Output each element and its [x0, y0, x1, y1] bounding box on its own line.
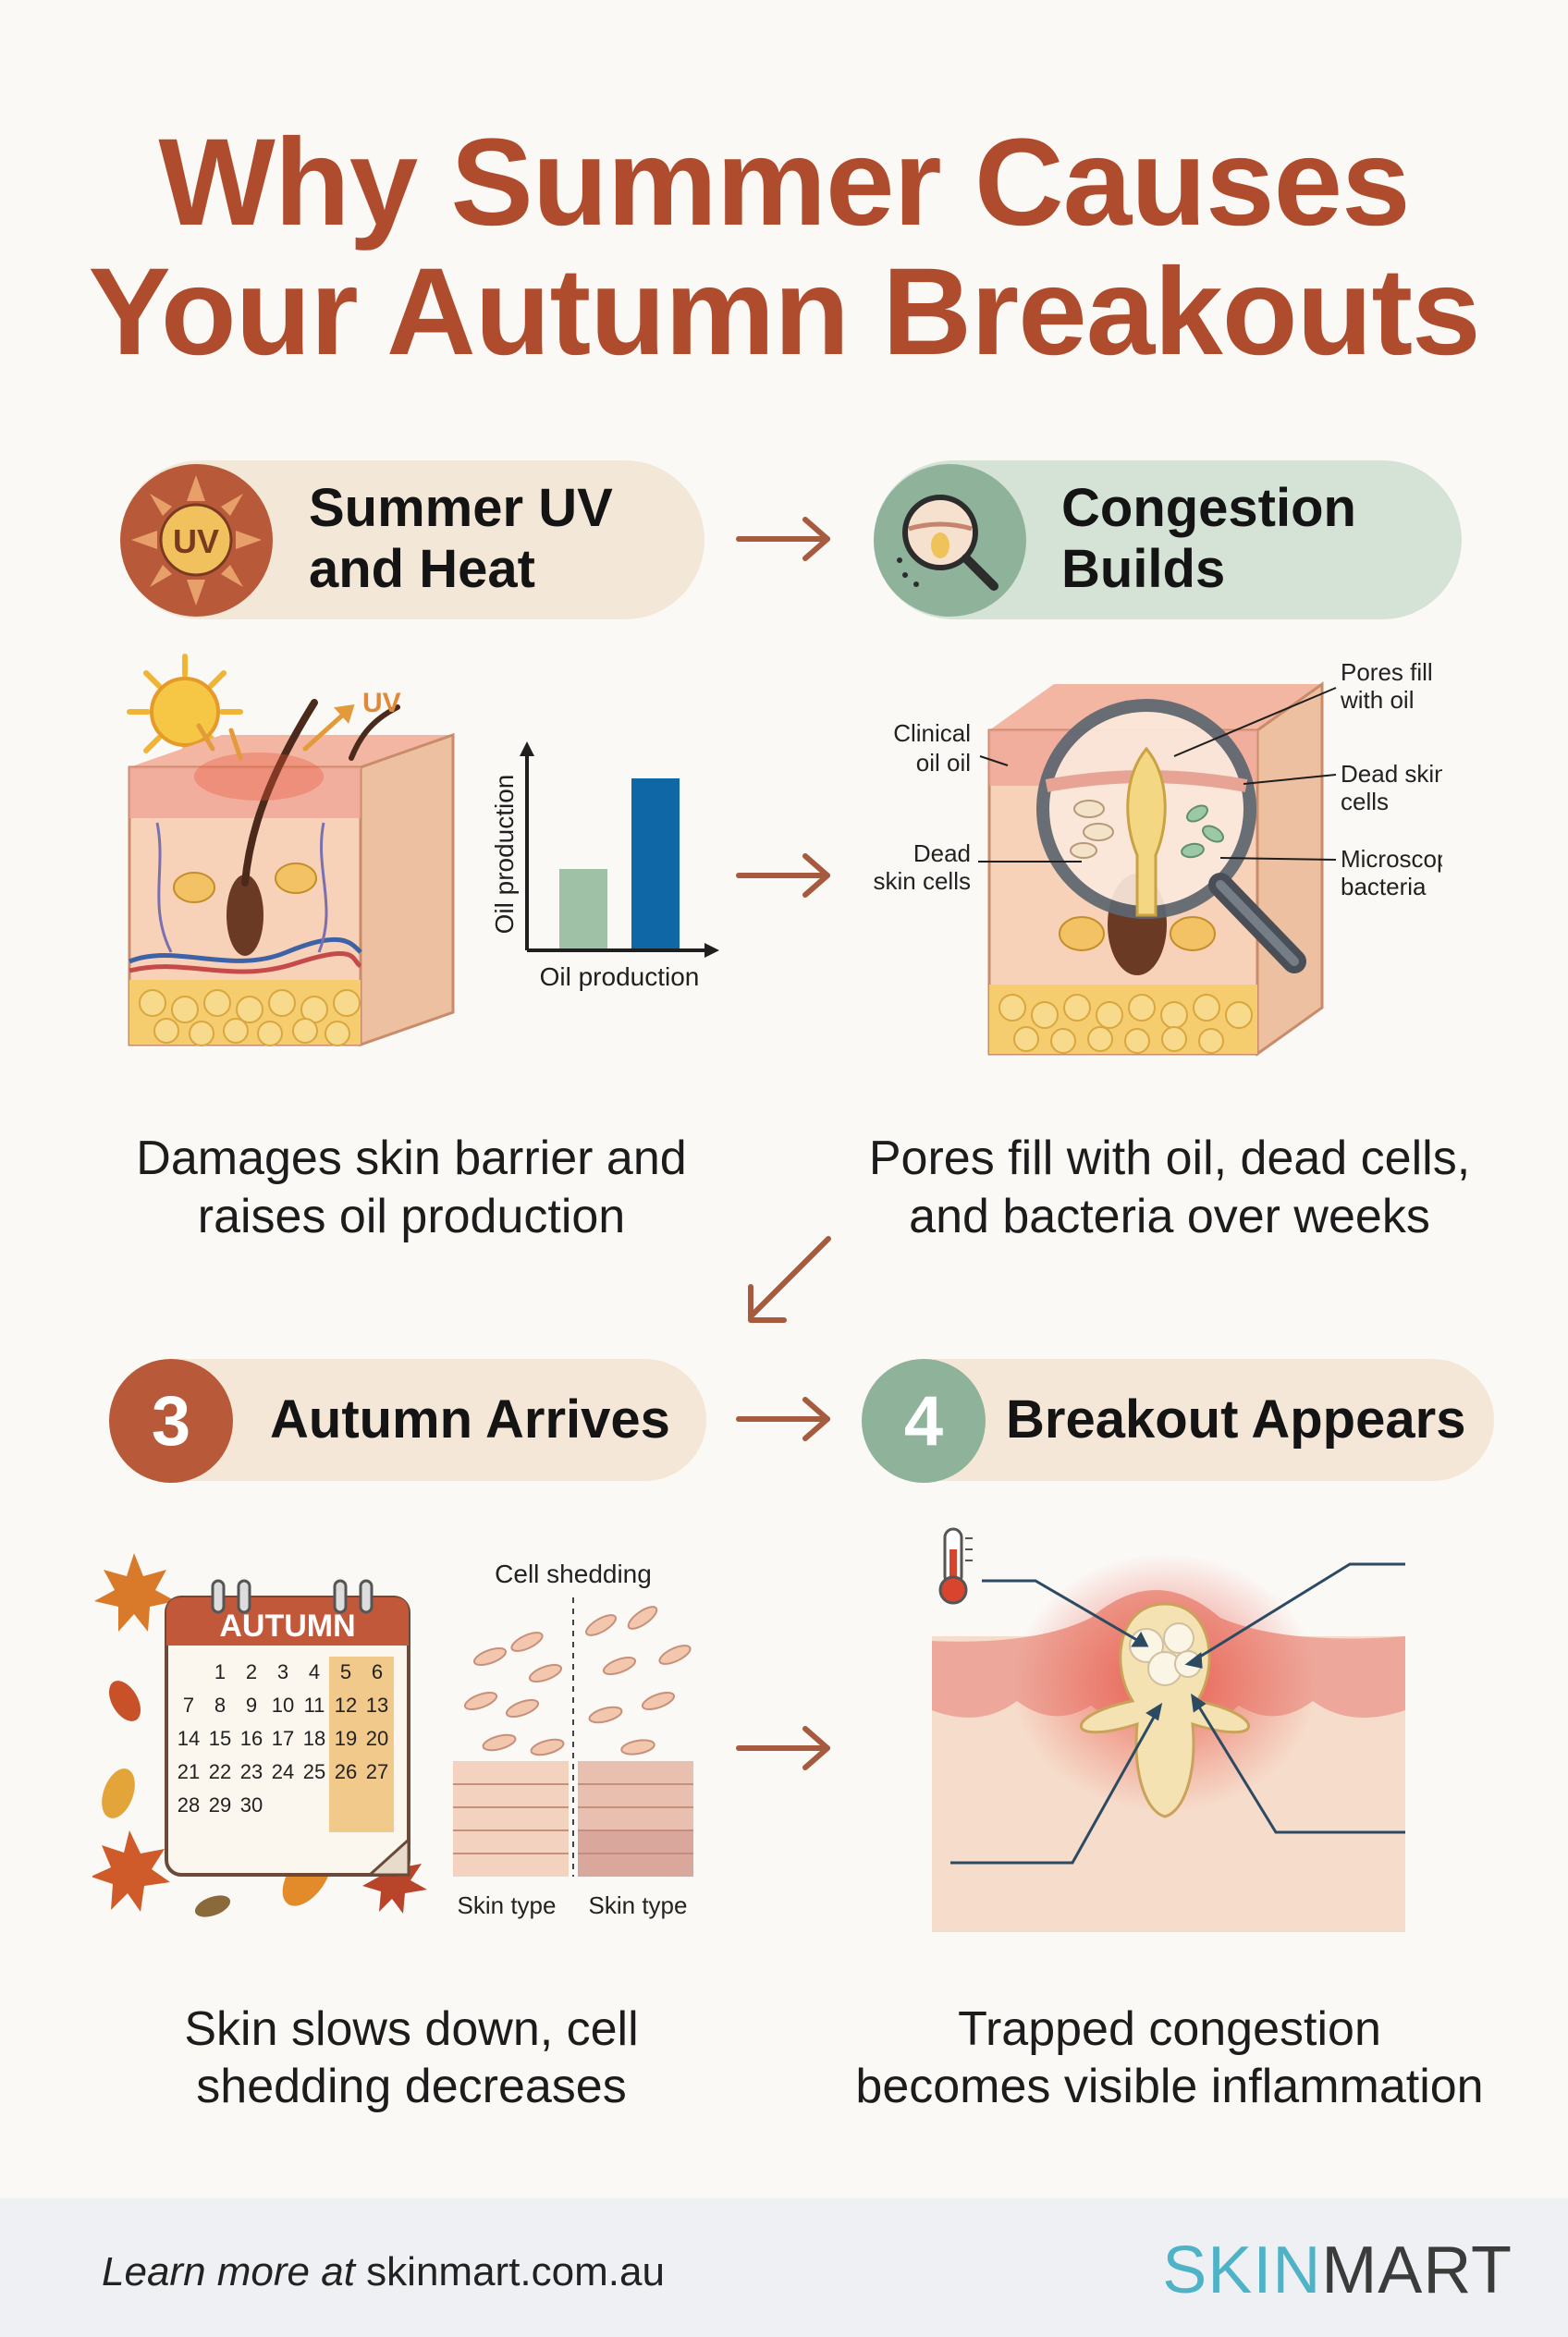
calendar-day: 23: [240, 1760, 263, 1783]
step-4-caption-line-2: becomes visible inflammation: [855, 2060, 1484, 2113]
page-title-line-1: Why Summer Causes: [158, 114, 1410, 251]
brand-logo-skin: SKIN: [1162, 2233, 1322, 2307]
calendar-day: 15: [209, 1727, 231, 1750]
skin-block-uv-illustration: UV: [127, 654, 455, 1047]
step-3-caption-line-1: Skin slows down, cell: [184, 2002, 639, 2056]
calendar-day: 5: [340, 1660, 351, 1683]
oil-production-chart: Oil production Oil production: [490, 741, 719, 991]
callout-bacteria-2: bacteria: [1341, 873, 1427, 900]
arrow-step2-to-step3: [748, 1236, 831, 1323]
uv-sun-icon: UV: [120, 464, 273, 617]
magnifier-pore-icon: [874, 464, 1026, 617]
footer: [0, 2198, 1568, 2337]
arrow-illustration3-to-illustration4: [736, 1726, 830, 1770]
arrow-illustration1-to-illustration2: [736, 853, 830, 898]
chart-y-label: Oil production: [490, 775, 519, 935]
brand-logo: SKINMART: [1162, 2232, 1513, 2309]
arrow-step1-to-step2: [736, 517, 830, 561]
step-1-label-line-1: Summer UV: [309, 478, 613, 538]
skin-type-label-left: Skin type: [458, 1891, 557, 1919]
calendar-day: 14: [178, 1727, 200, 1750]
calendar-day: 2: [246, 1660, 257, 1683]
uv-badge-text: UV: [173, 522, 219, 560]
step-1-caption-line-1: Damages skin barrier and: [136, 1132, 687, 1185]
page-title-line-2: Your Autumn Breakouts: [88, 243, 1480, 381]
calendar-day: 1: [214, 1660, 226, 1683]
uv-label: UV: [362, 688, 401, 718]
oil-bar-after: [631, 778, 680, 948]
calendar-day: 29: [209, 1793, 231, 1817]
cell-shedding-title: Cell shedding: [495, 1560, 652, 1588]
step-2-label-line-1: Congestion: [1061, 478, 1356, 538]
thermometer-icon: [938, 1527, 973, 1605]
calendar-day: 6: [372, 1660, 383, 1683]
step-1-caption-line-2: raises oil production: [197, 1190, 626, 1243]
cell-shedding-illustration: Cell shedding Skin type Skin type: [453, 1560, 693, 1919]
callout-pores-fill-2: with oil: [1340, 686, 1414, 714]
callout-pores-fill-1: Pores fill: [1341, 658, 1433, 686]
step-4-label: Breakout Appears: [1006, 1389, 1466, 1450]
calendar-day: 21: [178, 1760, 200, 1783]
calendar-day: 10: [272, 1694, 294, 1717]
calendar-day: 25: [303, 1760, 325, 1783]
step-2-caption-line-1: Pores fill with oil, dead cells,: [868, 1132, 1471, 1185]
callout-clinical-oil-2: oil oil: [916, 749, 971, 777]
footer-learn-more-text: Learn more at: [102, 2249, 355, 2294]
breakout-inflammation-illustration: [932, 1527, 1405, 1932]
calendar-day: 11: [304, 1694, 325, 1717]
step-4-number-badge: 4: [862, 1359, 986, 1483]
calendar-day: 8: [214, 1694, 226, 1717]
calendar-day: 13: [366, 1694, 388, 1717]
calendar-day: 4: [309, 1660, 320, 1683]
arrow-step3-to-step4: [736, 1397, 830, 1441]
calendar-day: 19: [335, 1727, 357, 1750]
calendar-day: 27: [366, 1760, 388, 1783]
step-2-caption-line-2: and bacteria over weeks: [909, 1190, 1430, 1243]
calendar-day: 22: [209, 1760, 231, 1783]
callout-clinical-oil-1: Clinical: [893, 719, 971, 747]
callout-dead-cells-right-2: cells: [1341, 788, 1389, 815]
oil-bar-before: [559, 869, 607, 948]
calendar-day: 17: [272, 1727, 294, 1750]
step-3-number-badge: 3: [109, 1359, 233, 1483]
brand-logo-mart: MART: [1321, 2233, 1513, 2307]
step-1-label-line-2: and Heat: [309, 539, 535, 599]
calendar-day: 28: [178, 1793, 200, 1817]
callout-dead-cells-left-1: Dead: [913, 839, 971, 867]
calendar-day: 18: [303, 1727, 325, 1750]
chart-x-label: Oil production: [540, 962, 700, 991]
footer-url-link[interactable]: skinmart.com.au: [366, 2249, 665, 2294]
calendar-day: 26: [335, 1760, 357, 1783]
callout-bacteria-1: Microscopic: [1341, 845, 1442, 873]
calendar-day: 3: [277, 1660, 288, 1683]
step-4-caption-line-1: Trapped congestion: [958, 2002, 1381, 2056]
step-2-label-line-2: Builds: [1061, 539, 1226, 599]
calendar-day: 7: [183, 1694, 194, 1717]
calendar-day: 16: [240, 1727, 263, 1750]
calendar-day: 9: [246, 1694, 257, 1717]
calendar-title: AUTUMN: [219, 1609, 355, 1644]
callout-dead-cells-right-1: Dead skin: [1341, 760, 1442, 788]
callout-dead-cells-left-2: skin cells: [874, 867, 971, 895]
footer-learn-more: Learn more at skinmart.com.au: [102, 2248, 665, 2296]
skin-type-label-right: Skin type: [589, 1891, 688, 1919]
calendar-day: 20: [366, 1727, 388, 1750]
step-3-caption-line-2: shedding decreases: [196, 2060, 627, 2113]
calendar-day: 30: [240, 1793, 263, 1817]
calendar-day: 12: [335, 1694, 357, 1717]
pore-congestion-illustration: Clinical oil oil Dead skin cells Pores f…: [874, 658, 1442, 1057]
calendar-day: 24: [272, 1760, 294, 1783]
step-3-label: Autumn Arrives: [270, 1389, 670, 1450]
